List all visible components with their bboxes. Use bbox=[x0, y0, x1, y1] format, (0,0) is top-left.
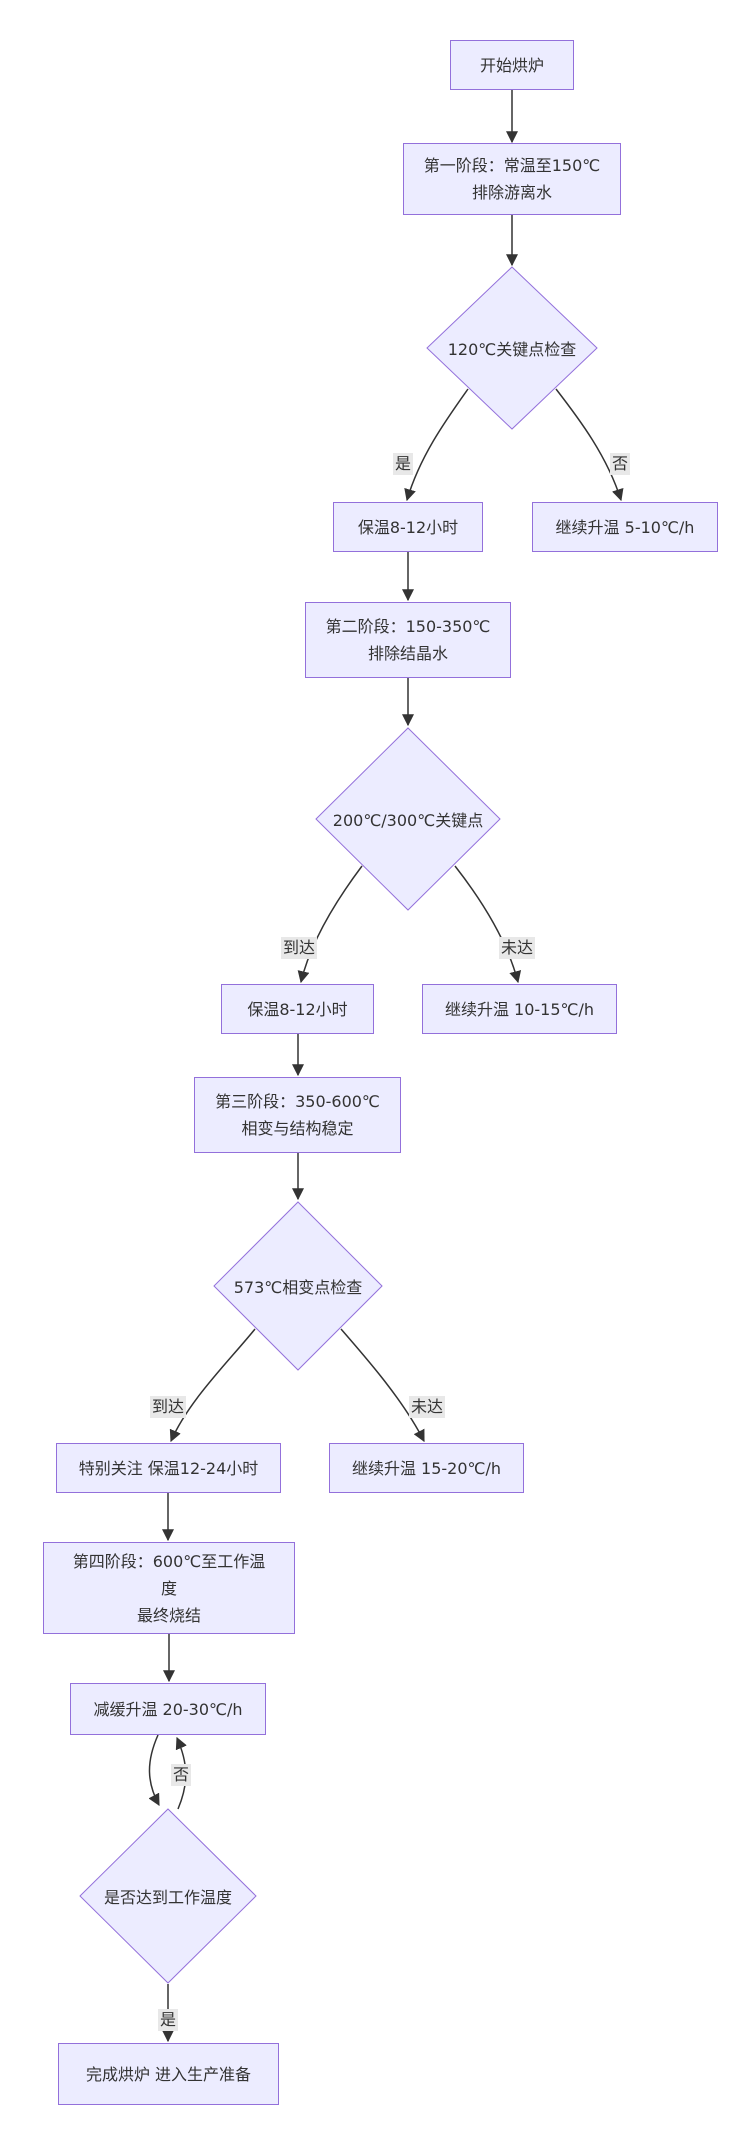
node-hold1: 保温8-12小时 bbox=[333, 502, 483, 552]
edge-label-d3-not-reached: 未达 bbox=[408, 1396, 446, 1418]
node-stage4-line1: 第四阶段：600℃至工作温 bbox=[72, 1551, 266, 1571]
edge-label-d1-no: 否 bbox=[609, 453, 631, 475]
node-rate3: 继续升温 15-20℃/h bbox=[329, 1443, 524, 1493]
edge-check200-300-not-to-rate2 bbox=[454, 865, 522, 984]
diamond-shape-check-work-temp bbox=[79, 1808, 257, 1984]
node-hold1-label: 保温8-12小时 bbox=[357, 517, 459, 537]
edge-check120-no-to-rate1 bbox=[555, 388, 624, 502]
edge-label-d4-yes: 是 bbox=[157, 2009, 179, 2031]
node-start-label: 开始烘炉 bbox=[479, 55, 544, 75]
node-stage4: 第四阶段：600℃至工作温 度 最终烧结 bbox=[43, 1542, 295, 1634]
node-check120-label: 120℃关键点检查 bbox=[447, 340, 577, 359]
node-start: 开始烘炉 bbox=[450, 40, 574, 90]
node-stage2-line1: 第二阶段：150-350℃ bbox=[325, 617, 491, 636]
node-rate2-label: 继续升温 10-15℃/h bbox=[444, 999, 595, 1019]
node-rate1: 继续升温 5-10℃/h bbox=[532, 502, 718, 552]
node-stage1: 第一阶段：常温至150℃ 排除游离水 bbox=[403, 143, 621, 215]
node-check200-300: 200℃/300℃关键点 bbox=[315, 727, 501, 911]
node-rate3-label: 继续升温 15-20℃/h bbox=[351, 1458, 502, 1478]
edge-slowdown-to-check-work-temp bbox=[148, 1734, 160, 1807]
node-hold3: 特别关注 保温12-24小时 bbox=[56, 1443, 281, 1493]
diamond-shape-check120 bbox=[426, 266, 598, 430]
node-rate2: 继续升温 10-15℃/h bbox=[422, 984, 617, 1034]
node-check-work-temp-label: 是否达到工作温度 bbox=[103, 1888, 232, 1907]
node-stage2-line2: 排除结晶水 bbox=[367, 644, 448, 663]
node-stage3-line1: 第三阶段：350-600℃ bbox=[215, 1092, 380, 1111]
node-finish: 完成烘炉 进入生产准备 bbox=[58, 2043, 279, 2105]
node-check200-300-label: 200℃/300℃关键点 bbox=[332, 811, 484, 830]
node-stage1-line2: 排除游离水 bbox=[471, 183, 552, 202]
node-check-work-temp: 是否达到工作温度 bbox=[79, 1808, 257, 1984]
node-check573: 573℃相变点检查 bbox=[213, 1201, 383, 1371]
node-finish-label: 完成烘炉 进入生产准备 bbox=[85, 2064, 252, 2084]
edge-label-d1-yes: 是 bbox=[392, 453, 414, 475]
node-stage3: 第三阶段：350-600℃ 相变与结构稳定 bbox=[194, 1077, 401, 1153]
node-slowdown-label: 减缓升温 20-30℃/h bbox=[93, 1699, 243, 1719]
node-stage3-line2: 相变与结构稳定 bbox=[241, 1119, 354, 1138]
node-hold2-label: 保温8-12小时 bbox=[247, 999, 348, 1019]
edge-label-d2-not-reached: 未达 bbox=[498, 937, 536, 959]
diamond-shape-check200-300 bbox=[315, 727, 501, 911]
node-slowdown: 减缓升温 20-30℃/h bbox=[70, 1683, 266, 1735]
node-stage2: 第二阶段：150-350℃ 排除结晶水 bbox=[305, 602, 511, 678]
node-check120: 120℃关键点检查 bbox=[426, 266, 598, 430]
edge-label-d3-reached: 到达 bbox=[149, 1396, 187, 1418]
node-check573-label: 573℃相变点检查 bbox=[233, 1278, 363, 1297]
edge-label-d4-no: 否 bbox=[170, 1764, 192, 1786]
node-hold2: 保温8-12小时 bbox=[221, 984, 374, 1034]
edge-check573-reached-to-hold3 bbox=[169, 1328, 256, 1443]
node-stage4-line2: 度 bbox=[160, 1578, 177, 1598]
edge-check200-300-reached-to-hold2 bbox=[297, 865, 363, 984]
node-rate1-label: 继续升温 5-10℃/h bbox=[555, 517, 695, 537]
node-stage4-line3: 最终烧结 bbox=[136, 1605, 201, 1625]
node-stage1-line1: 第一阶段：常温至150℃ bbox=[423, 156, 601, 175]
edge-check573-not-to-rate3 bbox=[340, 1328, 425, 1443]
edge-check120-yes-to-hold1 bbox=[404, 388, 469, 502]
diamond-shape-check573 bbox=[213, 1201, 383, 1371]
node-hold3-label: 特别关注 保温12-24小时 bbox=[78, 1458, 259, 1478]
edge-label-d2-reached: 到达 bbox=[280, 937, 318, 959]
